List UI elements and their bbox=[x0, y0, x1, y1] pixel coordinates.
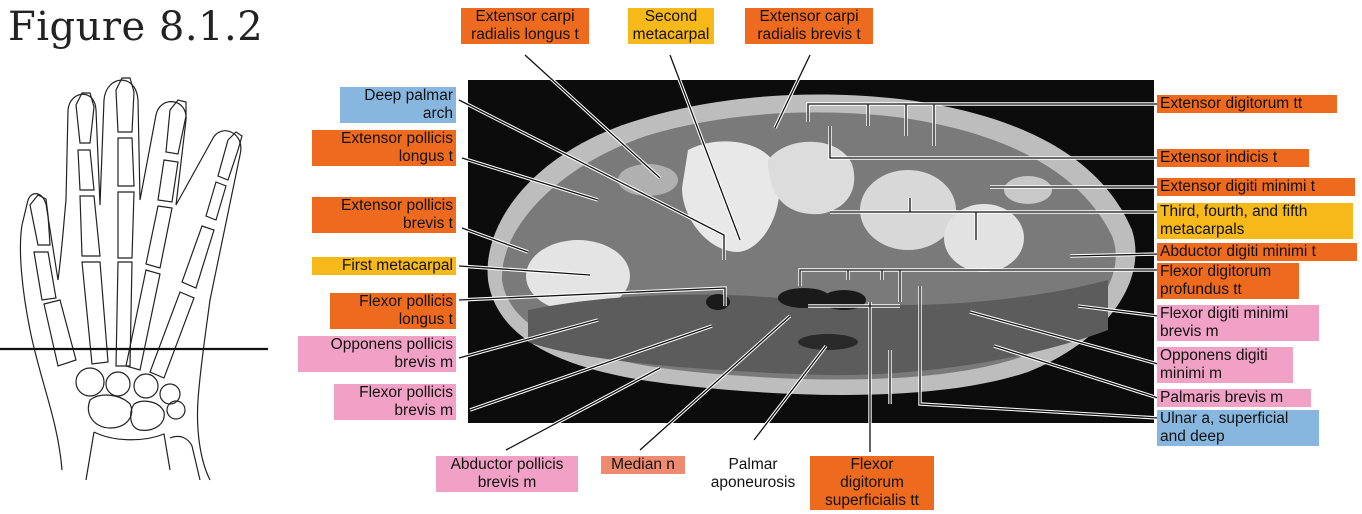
label-first-metacarpal: First metacarpal bbox=[312, 257, 456, 275]
label-second-metacarpal: Second metacarpal bbox=[628, 8, 714, 44]
label-opponens-pollicis-brevis: Opponens pollicis brevis m bbox=[298, 336, 456, 372]
label-palmar-aponeurosis: Palmar aponeurosis bbox=[704, 456, 802, 492]
label-deep-palmar-arch: Deep palmar arch bbox=[340, 87, 456, 123]
label-extensor-digitorum: Extensor digitorum tt bbox=[1157, 95, 1337, 113]
label-palmaris-brevis: Palmaris brevis m bbox=[1157, 389, 1311, 407]
label-extensor-indicis: Extensor indicis t bbox=[1157, 149, 1309, 167]
label-flexor-digitorum-superficialis: Flexor digitorum superficialis tt bbox=[810, 456, 934, 510]
label-extensor-carpi-radialis-longus: Extensor carpi radialis longus t bbox=[461, 8, 589, 44]
label-extensor-pollicis-longus: Extensor pollicis longus t bbox=[312, 130, 456, 166]
label-extensor-carpi-radialis-brevis: Extensor carpi radialis brevis t bbox=[745, 8, 873, 44]
label-flexor-digiti-minimi-brevis: Flexor digiti minimi brevis m bbox=[1157, 305, 1319, 341]
label-opponens-digiti-minimi: Opponens digiti minimi m bbox=[1157, 347, 1293, 383]
label-abductor-digiti-minimi: Abductor digiti minimi t bbox=[1157, 243, 1357, 261]
label-flexor-digitorum-profundus: Flexor digitorum profundus tt bbox=[1157, 263, 1299, 299]
label-third-fourth-fifth-metacarpals: Third, fourth, and fifth metacarpals bbox=[1157, 203, 1353, 239]
label-extensor-pollicis-brevis: Extensor pollicis brevis t bbox=[312, 197, 456, 233]
label-extensor-digiti-minimi: Extensor digiti minimi t bbox=[1157, 178, 1355, 196]
label-abductor-pollicis-brevis: Abductor pollicis brevis m bbox=[436, 456, 578, 492]
label-flexor-pollicis-brevis: Flexor pollicis brevis m bbox=[334, 384, 456, 420]
label-ulnar-a: Ulnar a, superficial and deep bbox=[1157, 410, 1319, 446]
label-median-n: Median n bbox=[601, 456, 685, 474]
label-flexor-pollicis-longus: Flexor pollicis longus t bbox=[330, 293, 456, 329]
